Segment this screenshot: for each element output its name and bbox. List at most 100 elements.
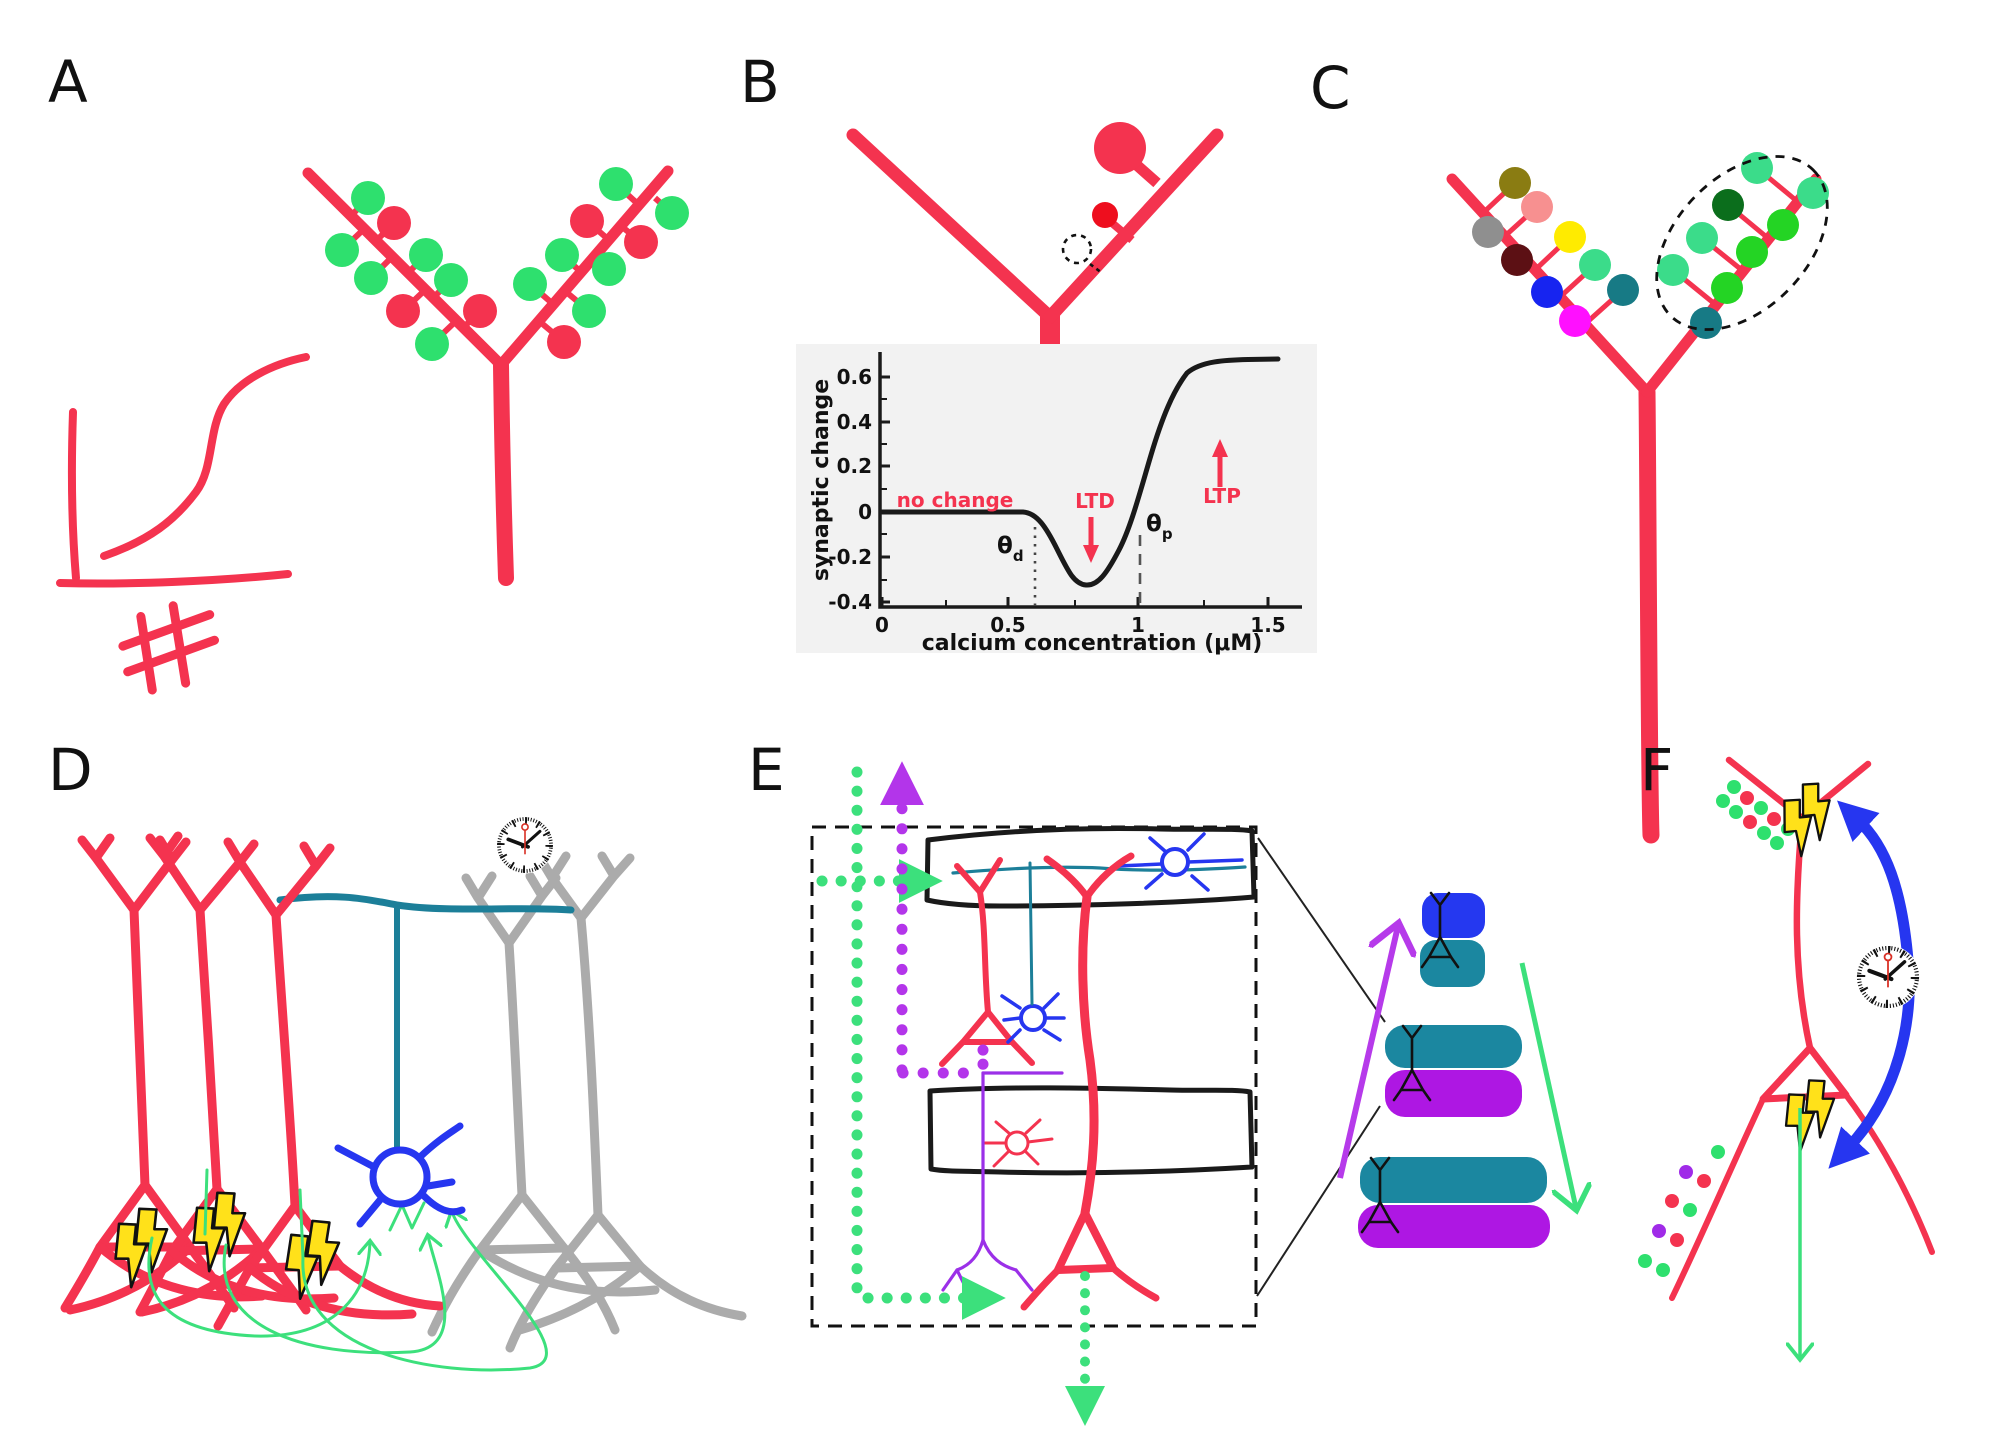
blue-interneuron-band <box>1116 832 1244 892</box>
panel-a-label: A <box>48 48 88 116</box>
dendrite-branch-left <box>302 167 507 371</box>
synapse-dots-f-top <box>1716 780 1795 850</box>
synapse-dot <box>1531 276 1563 308</box>
dendrite-with-spines <box>846 122 1224 354</box>
synapse-dot <box>1767 209 1799 241</box>
synapse-dot <box>1743 815 1757 829</box>
hierarchy-stack <box>1337 891 1576 1248</box>
synapse-dot <box>1716 794 1730 808</box>
y-axis-label: synaptic change <box>809 379 834 581</box>
panel-b: B <box>740 48 1317 656</box>
synapse-dot <box>1712 189 1744 221</box>
blue-interneuron <box>334 1122 466 1228</box>
panel-f-label: F <box>1640 736 1673 804</box>
synapse-dot <box>1736 236 1768 268</box>
panel-f: F <box>1638 736 1935 1358</box>
synapse-dot <box>1729 805 1743 819</box>
y-tick: -0.2 <box>828 545 872 569</box>
cluster-dashed-ellipse <box>1655 155 1829 331</box>
synapse-dot <box>1797 177 1829 209</box>
synapse-dot <box>325 233 359 267</box>
calcium-plot: 0.6 0.4 0.2 0 -0.2 -0.4 0 0.5 1 1.5 syna… <box>796 344 1317 656</box>
panel-a: A <box>48 48 689 695</box>
y-tick: -0.4 <box>828 590 872 614</box>
synapse-dot <box>1727 780 1741 794</box>
interneuron-soma <box>369 1146 431 1208</box>
synapse-dot <box>1665 1194 1679 1208</box>
sketch-y-axis <box>68 408 80 582</box>
teal-axon <box>276 893 575 1153</box>
annotation-no-change: no change <box>897 488 1014 512</box>
synapse-dot <box>1499 167 1531 199</box>
synapse-dot <box>1767 812 1781 826</box>
synapse-dot <box>1670 1233 1684 1247</box>
green-dotted-paths <box>816 766 1105 1426</box>
hash-icon <box>118 601 220 695</box>
spine-head-small <box>1092 202 1118 228</box>
teal-horizontal-axon <box>276 893 575 914</box>
stack-block-blue <box>1422 893 1485 938</box>
synapse-dot <box>434 263 468 297</box>
synapse-dot <box>1754 801 1768 815</box>
y-tick: 0 <box>858 500 872 524</box>
synapse-dot <box>415 327 449 361</box>
synapse-dot <box>463 294 497 328</box>
panel-c: C <box>1310 54 1829 844</box>
small-red-pyramidal <box>939 857 1035 1067</box>
x-tick: 1 <box>1131 613 1145 637</box>
synapse-dot <box>1521 191 1553 223</box>
panel-e: E <box>748 736 1576 1426</box>
x-tick: 1.5 <box>1250 613 1285 637</box>
dendrite-branch-right <box>1043 128 1224 324</box>
panel-d: D <box>48 736 747 1372</box>
stack-block-teal-large <box>1360 1157 1547 1203</box>
plot-axes <box>878 352 1302 609</box>
synapse-dot <box>1656 1263 1670 1277</box>
callout-line-top <box>1257 837 1386 1023</box>
dendrite-branch-left <box>846 128 1057 324</box>
synapse-dot <box>377 206 411 240</box>
synapse-dot <box>1690 307 1722 339</box>
annotation-ltd: LTD <box>1075 489 1115 513</box>
synapse-dot <box>1579 249 1611 281</box>
callout-line-bottom <box>1256 1105 1381 1297</box>
stack-block-purple-mid <box>1385 1070 1522 1117</box>
purple-dotted-paths <box>880 761 989 1079</box>
sketch-x-axis <box>56 570 292 588</box>
spine-neck-small <box>1109 219 1135 244</box>
purple-up-arrow <box>1337 926 1398 1179</box>
synapse-dot <box>1711 1145 1725 1159</box>
sketch-sigmoid <box>100 353 310 560</box>
synapse-dot <box>1559 305 1591 337</box>
panel-d-label: D <box>48 736 93 804</box>
green-down-arrow <box>1519 962 1576 1208</box>
synapse-dot <box>655 196 689 230</box>
dendrite-trunk <box>1638 383 1660 844</box>
synapse-dot <box>1686 222 1718 254</box>
synapse-dot <box>570 204 604 238</box>
synapse-dot <box>1711 272 1743 304</box>
synapse-dot <box>547 325 581 359</box>
red-interneuron-band <box>982 1118 1054 1168</box>
dendrite-trunk <box>493 357 514 586</box>
stack-block-purple-large <box>1358 1205 1550 1248</box>
synapse-dot <box>1757 826 1771 840</box>
synapse-dot <box>1652 1224 1666 1238</box>
gray-neurons <box>427 851 747 1353</box>
theta-d-label: θd <box>997 533 1024 565</box>
panel-e-label: E <box>748 736 785 804</box>
x-tick: 0.5 <box>990 613 1025 637</box>
synapse-dot <box>1770 836 1784 850</box>
teal-axon-in-band <box>951 865 1247 875</box>
synapse-dot <box>592 252 626 286</box>
dashed-tick <box>1089 262 1103 275</box>
layer-band-top <box>924 826 1257 909</box>
synapse-dot <box>354 261 388 295</box>
potential-spine-dashed-circle <box>1061 233 1093 265</box>
y-tick: 0.6 <box>837 365 872 389</box>
synapse-dot <box>1657 254 1689 286</box>
synapse-dots-c <box>1472 152 1829 339</box>
synapse-dot <box>545 238 579 272</box>
synapse-dot <box>1679 1165 1693 1179</box>
